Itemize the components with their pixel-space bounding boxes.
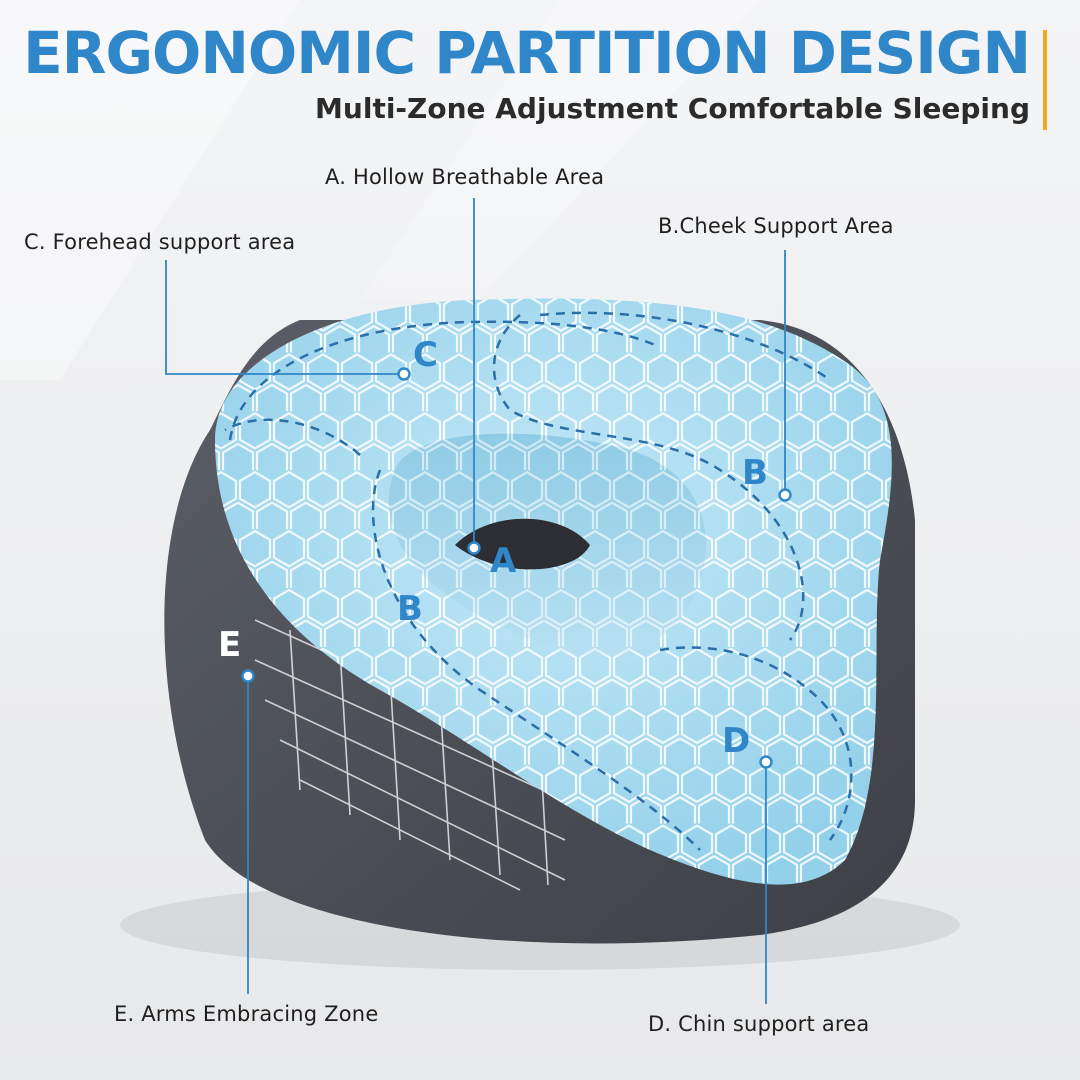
zone-marker-b-left: B <box>397 589 423 629</box>
zone-marker-c: C <box>413 335 438 375</box>
zone-marker-d: D <box>722 721 750 761</box>
callout-chin-support-area: D. Chin support area <box>648 1012 870 1036</box>
page-title: ERGONOMIC PARTITION DESIGN <box>23 19 1031 87</box>
callout-arms-embracing-zone: E. Arms Embracing Zone <box>114 1002 379 1026</box>
zone-marker-a: A <box>490 541 517 581</box>
accent-bar <box>1043 30 1047 130</box>
page-subtitle: Multi-Zone Adjustment Comfortable Sleepi… <box>315 92 1030 125</box>
zone-marker-e: E <box>218 625 241 665</box>
callout-forehead-support-area: C. Forehead support area <box>24 230 296 254</box>
mesh-panel <box>254 619 566 891</box>
callout-hollow-breathable-area: A. Hollow Breathable Area <box>325 165 605 189</box>
zone-marker-b-right: B <box>742 453 768 493</box>
callout-cheek-support-area: B.Cheek Support Area <box>658 214 894 238</box>
